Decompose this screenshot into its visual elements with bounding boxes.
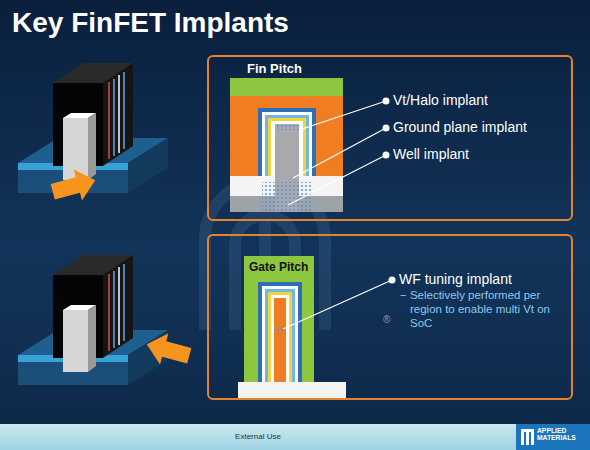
footer-band: External Use xyxy=(0,424,516,450)
watermark-mark: ® xyxy=(383,314,390,326)
node-heading: Fin Pitch xyxy=(247,61,302,77)
callout-label: Well implant xyxy=(393,146,469,163)
callout-label: Ground plane implant xyxy=(393,119,527,136)
slide-title: Key FinFET Implants xyxy=(12,6,289,40)
callout-label: WF tuning implant xyxy=(399,271,512,288)
callout-label: Vt/Halo implant xyxy=(393,92,488,109)
node-heading: Gate Pitch xyxy=(249,260,308,274)
callout-note: − Selectively performed per region to en… xyxy=(400,289,570,330)
panel-box: Fin Pitch xyxy=(207,55,573,221)
node-heading: External Use xyxy=(235,432,281,442)
logo-text: APPLIED MATERIALS xyxy=(537,427,587,441)
